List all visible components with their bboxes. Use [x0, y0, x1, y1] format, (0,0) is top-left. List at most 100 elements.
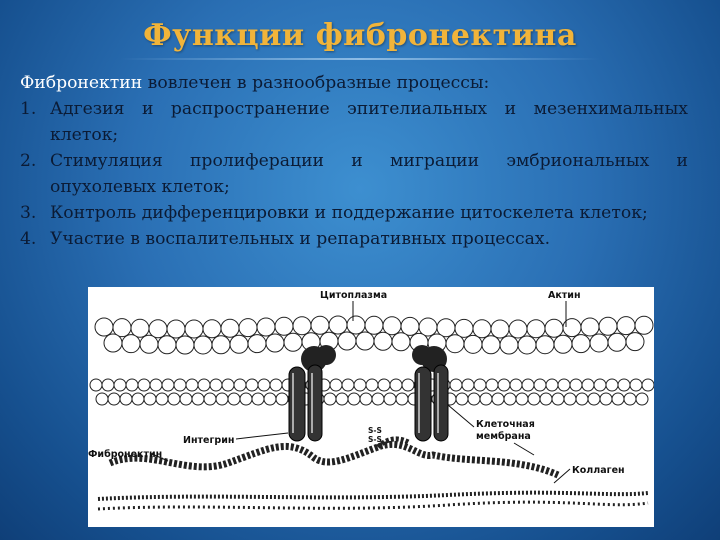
bead [263, 392, 277, 406]
bead [143, 392, 157, 406]
bead [569, 378, 583, 392]
bead [625, 332, 645, 352]
bead [617, 378, 631, 392]
bead [629, 378, 643, 392]
bead [119, 392, 133, 406]
bead [157, 335, 177, 355]
bead [161, 378, 175, 392]
bead [233, 378, 247, 392]
intro-line: Фибронектин вовлечен в разнообразные про… [20, 70, 688, 96]
label-cytoplasm: Цитоплазма [320, 290, 387, 301]
list-number: 2. [20, 151, 37, 171]
bead [491, 392, 505, 406]
bead [473, 378, 487, 392]
list-text: Контроль дифференцировки и поддержание ц… [50, 203, 648, 223]
label-membrane-line1: Клеточная [476, 419, 535, 430]
bead [401, 378, 415, 392]
label-ss-top: S-S [368, 426, 382, 435]
bead [515, 392, 529, 406]
bead [220, 318, 240, 338]
bead [563, 392, 577, 406]
bead [599, 392, 613, 406]
fibronectin-chain [108, 440, 560, 479]
bead [587, 392, 601, 406]
bead [346, 315, 366, 335]
slide-title: Функции фибронектина [143, 18, 577, 53]
bead [139, 334, 159, 354]
bead [310, 315, 330, 335]
bead [383, 392, 397, 406]
bead [533, 378, 547, 392]
bead [593, 378, 607, 392]
bead [256, 317, 276, 337]
bead [167, 392, 181, 406]
bead [373, 331, 393, 351]
bead [175, 335, 195, 355]
bead [184, 319, 204, 339]
actin-filament-top [94, 315, 654, 339]
bead [521, 378, 535, 392]
bead [209, 378, 223, 392]
bead [557, 378, 571, 392]
bead [355, 331, 375, 351]
fibronectin-dimer-link [376, 436, 412, 449]
bead [481, 335, 501, 355]
membrane-diagram: Цитоплазма Актин Интегрин S-S S-S Клеточ… [88, 287, 654, 527]
bead [485, 378, 499, 392]
bead [238, 318, 258, 338]
list-number: 4. [20, 229, 37, 249]
bead [229, 334, 249, 354]
label-collagen: Коллаген [572, 465, 625, 476]
bead [499, 335, 519, 355]
bead [121, 334, 141, 354]
bead [472, 319, 492, 339]
bead [197, 378, 211, 392]
bead [527, 392, 541, 406]
bead [535, 335, 555, 355]
bead [382, 316, 402, 336]
bead [509, 378, 523, 392]
bead [329, 378, 343, 392]
bead [364, 315, 384, 335]
bead [490, 319, 510, 339]
bead [275, 392, 289, 406]
bead [347, 392, 361, 406]
bead [641, 378, 654, 392]
bead [463, 334, 483, 354]
bead [107, 392, 121, 406]
bead [185, 378, 199, 392]
bead [94, 317, 114, 337]
bead [545, 378, 559, 392]
label-actin: Актин [548, 290, 581, 301]
bead [227, 392, 241, 406]
bead [125, 378, 139, 392]
bead [551, 392, 565, 406]
bead [553, 334, 573, 354]
integrin-molecule-right [412, 345, 449, 442]
label-integrin: Интегрин [183, 435, 234, 446]
bead [616, 316, 636, 336]
integrin-molecule-left [288, 345, 336, 442]
bead [634, 315, 654, 335]
bead [539, 392, 553, 406]
bead [445, 334, 465, 354]
bead [395, 392, 409, 406]
collagen-fiber-2 [97, 500, 649, 511]
bead [265, 333, 285, 353]
bead [245, 378, 259, 392]
list-item: 1.Адгезия и распространение эпителиальны… [20, 96, 688, 148]
bead [211, 335, 231, 355]
list-number: 1. [20, 99, 37, 119]
bead [193, 335, 213, 355]
bead [503, 392, 517, 406]
bead [166, 319, 186, 339]
bead [323, 392, 337, 406]
bead [103, 333, 123, 353]
bead [131, 392, 145, 406]
bead [371, 392, 385, 406]
bead [598, 316, 618, 336]
bead [623, 392, 637, 406]
bead [173, 378, 187, 392]
bead [113, 378, 127, 392]
bead [269, 378, 283, 392]
